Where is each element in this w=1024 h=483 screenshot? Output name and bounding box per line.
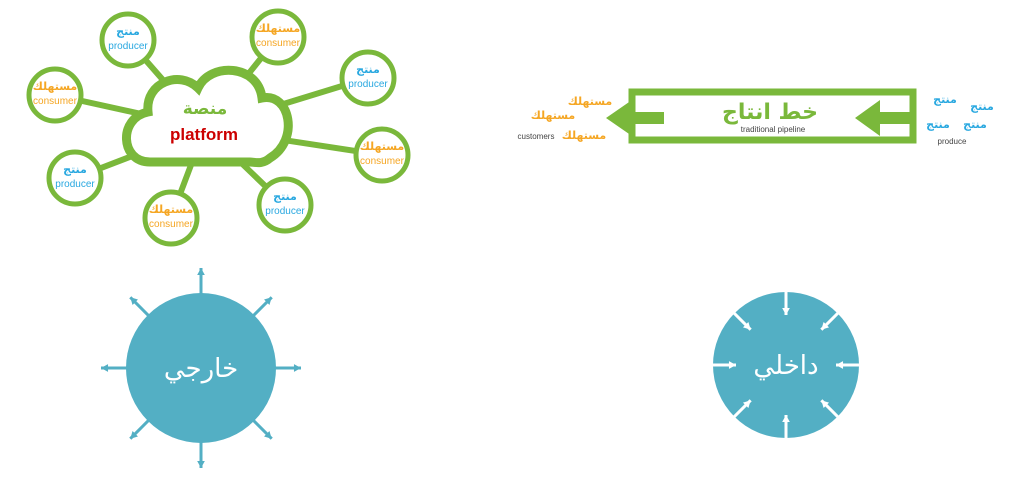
node-label-en: consumer [33,96,78,107]
arrow-icon [732,399,752,419]
arrow-icon [820,311,840,331]
arrow-icon [732,311,752,331]
node-consumer: مستهلك consumer [353,126,411,184]
external-label: خارجي [164,354,238,384]
pipeline-title-en: traditional pipeline [741,125,806,134]
node-circle [339,49,397,107]
node-producer: منتج producer [46,149,104,207]
node-label-en: consumer [149,219,194,230]
node-producer: منتج producer [256,176,314,234]
customers-label: customers [518,132,555,141]
arrow-icon [836,361,860,369]
platform-cloud [122,65,293,168]
consumer-label: مستهلك [562,129,607,142]
arrow-icon [129,296,153,320]
arrow-icon [782,415,790,439]
produce-label: produce [938,137,967,146]
arrow-icon [820,399,840,419]
internal-diagram: داخلي [712,291,860,439]
node-label-ar: منتج [63,163,87,176]
node-label-ar: مستهلك [256,22,301,35]
node-label-en: producer [348,79,388,90]
producer-label: منتج [926,118,950,131]
node-circle [99,11,157,69]
node-consumer: مستهلك consumer [249,8,307,66]
node-producer: منتج producer [339,49,397,107]
node-consumer: مستهلك consumer [26,66,84,124]
pipeline-output-arrow-icon [606,100,664,136]
node-circle [142,189,200,247]
consumer-label: مستهلك [531,109,576,122]
producer-label: منتج [970,100,994,113]
platform-title-en: platform [170,125,238,144]
pipeline-title-ar: خط انتاج [722,100,818,125]
node-label-ar: منتج [356,63,380,76]
platform-diagram: منصة platform منتج producer مستهلك consumer… [26,8,411,247]
pipeline-diagram: خط انتاج traditional pipeline مستهلك مست… [518,88,994,146]
producer-label: منتج [933,93,957,106]
node-label-en: producer [108,41,148,52]
node-label-en: producer [265,206,305,217]
external-diagram: خارجي [101,268,301,468]
node-consumer: مستهلك consumer [142,189,200,247]
node-label-ar: مستهلك [149,203,194,216]
node-label-ar: مستهلك [33,80,78,93]
node-circle [353,126,411,184]
arrow-icon [249,296,273,320]
internal-label: داخلي [753,351,818,381]
consumer-label: مستهلك [568,95,613,108]
node-label-ar: مستهلك [360,140,405,153]
arrow-icon [712,361,736,369]
node-label-ar: منتج [116,25,140,38]
pipeline-input-arrow-icon [855,100,912,136]
arrow-icon [782,291,790,315]
node-circle [249,8,307,66]
node-circle [26,66,84,124]
node-label-ar: منتج [273,190,297,203]
external-circle [126,293,276,443]
platform-title-ar: منصة [183,99,228,119]
node-label-en: producer [55,179,95,190]
node-circle [46,149,104,207]
node-circle [256,176,314,234]
producer-label: منتج [963,118,987,131]
node-producer: منتج producer [99,11,157,69]
node-label-en: consumer [360,156,405,167]
node-label-en: consumer [256,38,301,49]
